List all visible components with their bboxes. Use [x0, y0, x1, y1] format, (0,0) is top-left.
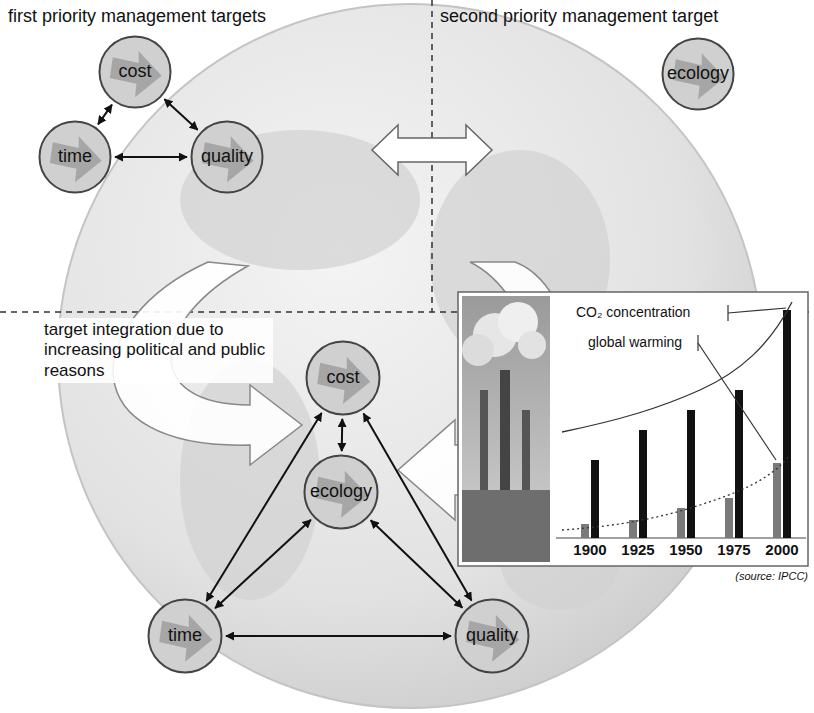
- circle-outline: [100, 37, 171, 108]
- connector-arrow: [371, 520, 463, 607]
- warming-bar: [581, 524, 589, 538]
- circle-outline: [40, 122, 111, 193]
- connector-arrow: [215, 520, 311, 608]
- circle-outline: [307, 342, 380, 415]
- smoke: [462, 334, 494, 366]
- co2-bar: [783, 310, 791, 538]
- smoke: [518, 331, 546, 359]
- chart-frame: [458, 292, 808, 566]
- year-label: 1925: [611, 541, 665, 559]
- co2-bar: [639, 430, 647, 538]
- warming-bar: [677, 508, 685, 538]
- target-label: quality: [201, 147, 253, 167]
- target-label: time: [168, 626, 202, 646]
- target-label: cost: [326, 368, 359, 388]
- trend-arrow-icon: [159, 615, 212, 662]
- connector-arrow: [98, 105, 112, 125]
- leader-line: [698, 343, 776, 460]
- co2-curve: [562, 302, 792, 432]
- section-heading: second priority management target: [440, 6, 718, 28]
- circle-outline: [305, 456, 378, 529]
- trend-arrow-icon: [202, 136, 254, 182]
- connector-arrow: [115, 156, 187, 158]
- target-circle: quality: [454, 598, 530, 674]
- section-heading: first priority management targets: [8, 6, 266, 28]
- factory-building: [462, 490, 550, 562]
- series-label: global warming: [586, 334, 684, 351]
- target-circle: quality: [190, 120, 264, 194]
- trend-arrow-icon: [466, 615, 519, 662]
- bars: [581, 310, 791, 538]
- warming-bar: [629, 520, 637, 538]
- target-label: time: [58, 147, 92, 167]
- year-label: 1900: [563, 541, 617, 559]
- target-circle: time: [147, 598, 223, 674]
- circle-outline: [192, 122, 263, 193]
- warming-bar: [773, 463, 781, 538]
- double-arrow: [372, 125, 492, 175]
- section-note: target integration due to increasing pol…: [40, 318, 273, 383]
- source-note: (source: IPCC): [680, 570, 808, 583]
- target-circle: cost: [98, 35, 172, 109]
- trend-arrow-icon: [110, 51, 162, 97]
- year-label: 1950: [659, 541, 713, 559]
- circle-outline: [662, 38, 733, 109]
- factory-photo: [462, 296, 550, 562]
- connector-arrow: [226, 635, 451, 637]
- connector-arrow: [364, 414, 472, 601]
- trend-arrow-icon: [50, 136, 102, 182]
- co2-bar: [735, 390, 743, 538]
- target-circle: time: [38, 120, 112, 194]
- circle-outline: [456, 600, 529, 673]
- co2-bar: [687, 410, 695, 538]
- target-label: cost: [118, 62, 151, 82]
- leader-line: [728, 308, 786, 313]
- series-label: CO₂ concentration: [574, 304, 692, 321]
- target-circle: ecology: [661, 37, 735, 111]
- connector-arrow: [341, 419, 344, 451]
- year-label: 1975: [707, 541, 761, 559]
- chart-panel: [458, 292, 808, 566]
- target-label: quality: [466, 626, 518, 646]
- warming-bar: [725, 498, 733, 538]
- target-circle: ecology: [303, 454, 379, 530]
- trend-arrow-icon: [317, 357, 370, 404]
- connector-arrow: [206, 413, 321, 601]
- year-label: 2000: [755, 541, 809, 559]
- circle-outline: [149, 600, 222, 673]
- target-label: ecology: [667, 64, 729, 84]
- target-circle: cost: [305, 340, 381, 416]
- connector-arrow: [164, 99, 197, 130]
- target-label: ecology: [310, 482, 372, 502]
- warming-curve: [562, 455, 790, 530]
